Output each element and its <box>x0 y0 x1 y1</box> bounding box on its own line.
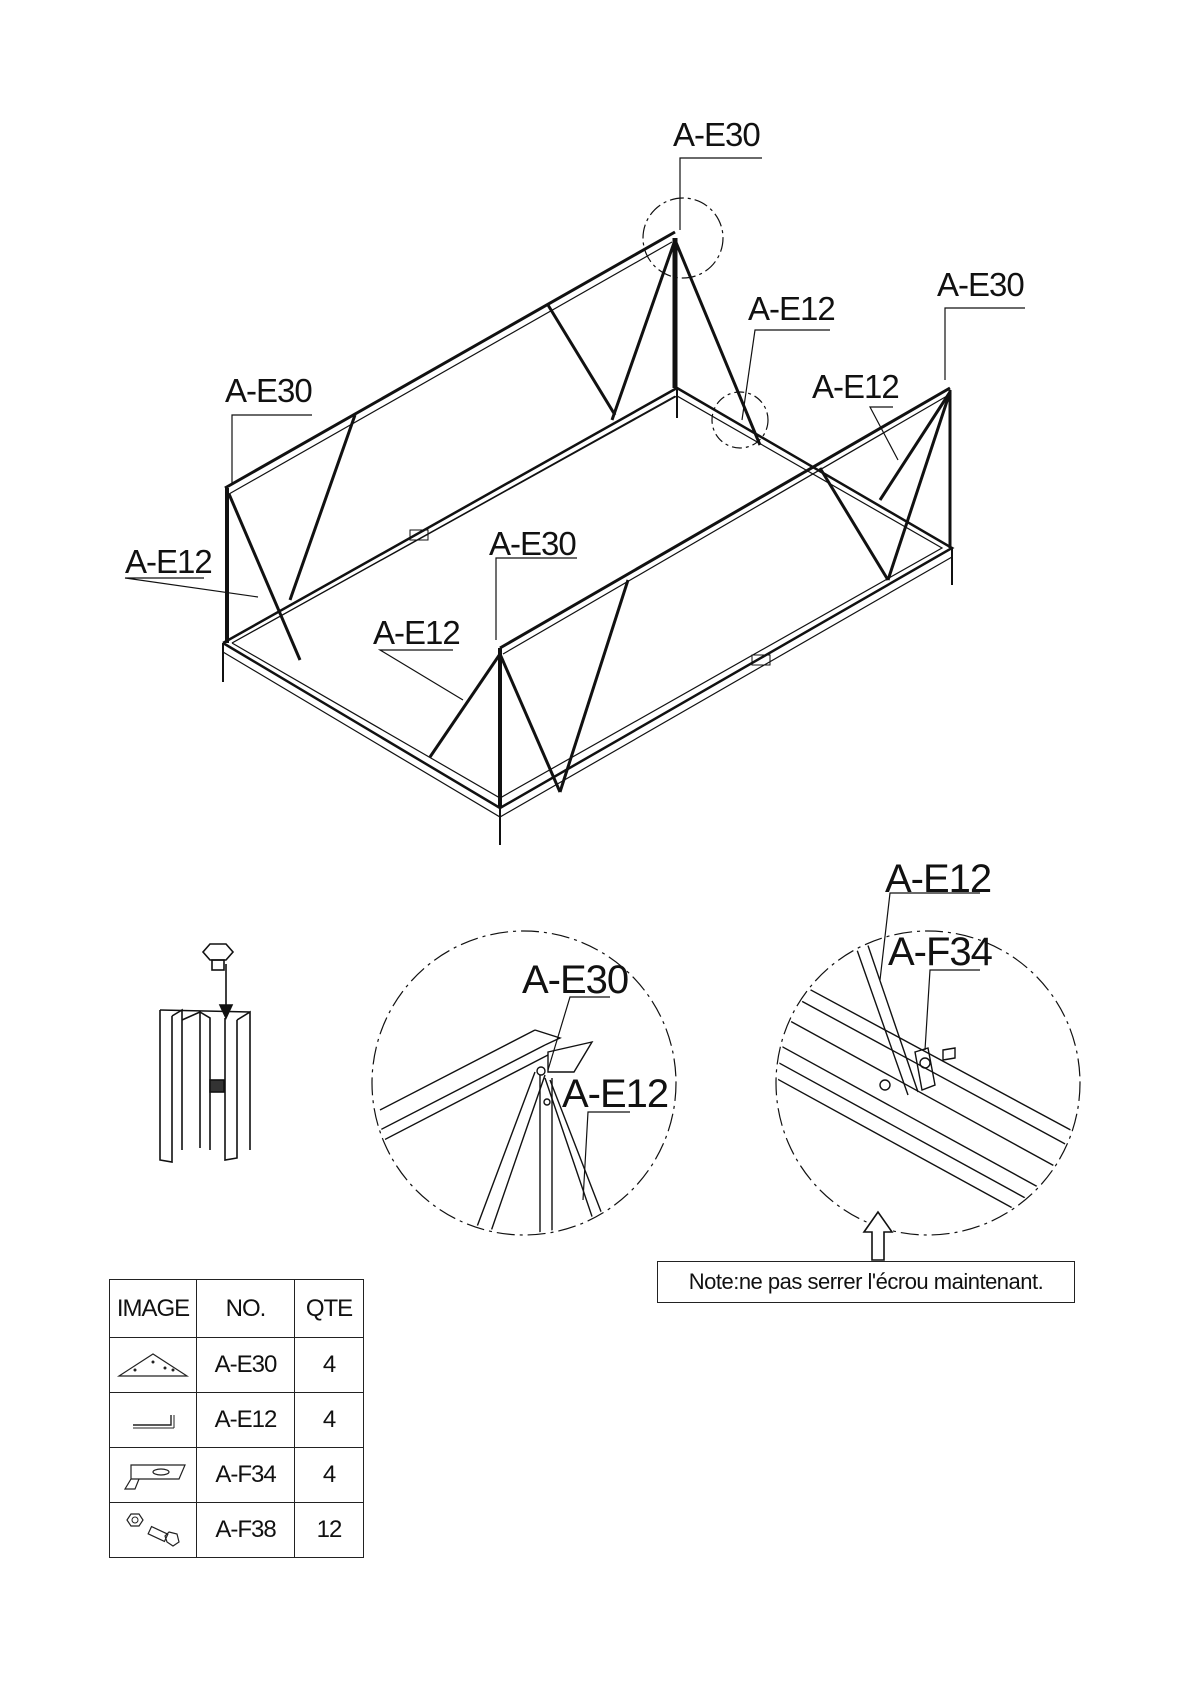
clip-plate-icon <box>117 1457 189 1493</box>
part-qty: 4 <box>295 1448 364 1503</box>
detail-bracket-label: A-E30 <box>522 958 628 1002</box>
header-image: IMAGE <box>110 1280 197 1338</box>
detail-brace-label: A-E12 <box>562 1072 668 1116</box>
detail-clip-label: A-F34 <box>888 930 993 974</box>
header-no: NO. <box>197 1280 295 1338</box>
table-header-row: IMAGE NO. QTE <box>110 1280 364 1338</box>
parts-table: IMAGE NO. QTE A-E30 4 <box>109 1279 364 1558</box>
l-brace-icon <box>123 1409 183 1431</box>
part-number: A-E12 <box>197 1393 295 1448</box>
callout-brace-right: A-E12 <box>812 368 899 405</box>
part-image-cell <box>110 1448 197 1503</box>
callout-front-corner: A-E30 <box>489 525 576 562</box>
part-number: A-F34 <box>197 1448 295 1503</box>
part-number: A-F38 <box>197 1503 295 1558</box>
callout-brace-left: A-E12 <box>125 543 212 580</box>
detail-clip-brace-label: A-E12 <box>885 857 991 901</box>
note-box: Note:ne pas serrer l'écrou maintenant. <box>657 1261 1075 1303</box>
corner-bracket-icon <box>115 1350 191 1380</box>
table-row: A-E30 4 <box>110 1338 364 1393</box>
part-image-cell <box>110 1393 197 1448</box>
callout-brace-front: A-E12 <box>373 614 460 651</box>
part-qty: 4 <box>295 1338 364 1393</box>
callout-left-corner: A-E30 <box>225 372 312 409</box>
table-row: A-E12 4 <box>110 1393 364 1448</box>
table-row: A-F38 12 <box>110 1503 364 1558</box>
part-qty: 4 <box>295 1393 364 1448</box>
greenhouse-frame <box>223 198 952 845</box>
part-number: A-E30 <box>197 1338 295 1393</box>
header-qty: QTE <box>295 1280 364 1338</box>
part-image-cell <box>110 1338 197 1393</box>
callout-right-corner: A-E30 <box>937 266 1024 303</box>
post-bolt-detail <box>160 944 250 1162</box>
part-image-cell <box>110 1503 197 1558</box>
part-qty: 12 <box>295 1503 364 1558</box>
callout-top-corner: A-E30 <box>673 116 760 153</box>
nut-bolt-icon <box>121 1510 185 1550</box>
table-row: A-F34 4 <box>110 1448 364 1503</box>
callout-brace-back-right: A-E12 <box>748 290 835 327</box>
